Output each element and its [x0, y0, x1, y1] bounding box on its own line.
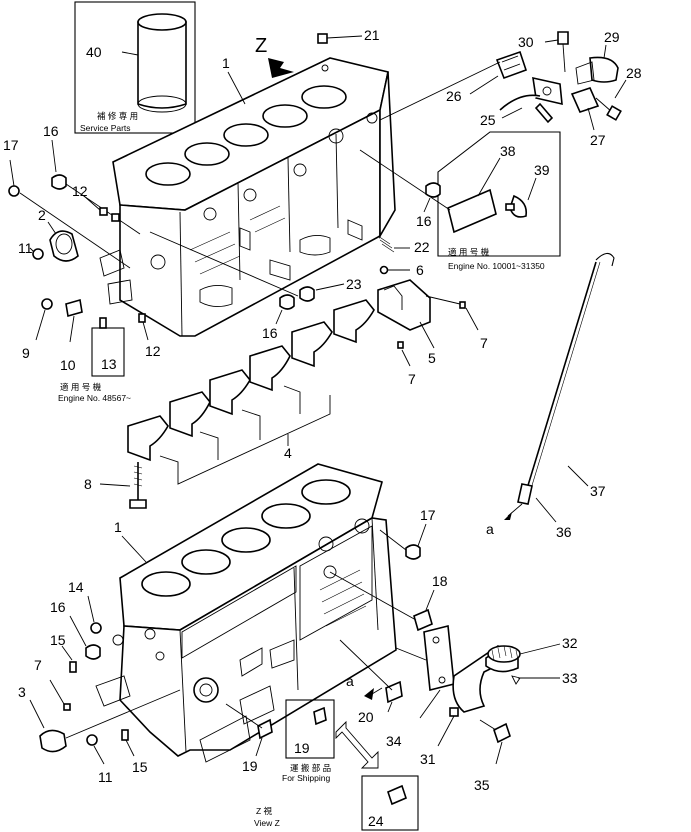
callout-9: 9: [22, 345, 30, 361]
callout-6: 6: [416, 262, 424, 278]
callout-12-b: 12: [145, 343, 161, 359]
callout-20: 20: [358, 709, 374, 725]
shipping-en: For Shipping: [282, 773, 330, 783]
callout-26: 26: [446, 88, 462, 104]
callout-29: 29: [604, 29, 620, 45]
callout-1-bottom: 1: [114, 519, 122, 535]
right-mid-parts: 16 22 6 23 16 5 7 7: [149, 182, 488, 387]
view-z-arrow: Z: [255, 35, 294, 78]
callout-4: 4: [284, 445, 292, 461]
callout-22: 22: [414, 239, 430, 255]
oil-filler-assembly: 34 32 33 31 35: [386, 625, 578, 793]
callout-19-box: 19: [294, 740, 310, 756]
letter-a-right: a: [486, 521, 494, 537]
callout-16-topleft: 16: [43, 123, 59, 139]
callout-16-bottom: 16: [50, 599, 66, 615]
callout-34: 34: [386, 733, 402, 749]
bearing-caps: 4: [127, 299, 375, 485]
callout-7-right: 7: [480, 335, 488, 351]
service-parts-box: 40 補 修 専 用 Service Parts: [74, 1, 196, 134]
callout-28: 28: [626, 65, 642, 81]
callout-10: 10: [60, 357, 76, 373]
callout-31: 31: [420, 751, 436, 767]
callout-18: 18: [432, 573, 448, 589]
callout-15-a: 15: [50, 632, 66, 648]
oil-switch-assembly: 30 29 28 26 25 27: [379, 29, 642, 148]
callout-36: 36: [556, 524, 572, 540]
engine1-box: 38 39 適 用 号 機 Engine No. 10001~31350: [359, 131, 561, 271]
engine2-jp: 適 用 号 機: [60, 382, 102, 392]
bolt-8: 8: [84, 462, 147, 509]
callout-19: 19: [242, 758, 258, 774]
engine1-en: Engine No. 10001~31350: [448, 261, 545, 271]
callout-38: 38: [500, 143, 516, 159]
engine1-jp: 適 用 号 機: [448, 247, 490, 257]
callout-37: 37: [590, 483, 606, 499]
callout-30: 30: [518, 34, 534, 50]
callout-24: 24: [368, 813, 384, 829]
left-small-parts: 17 16 12 2 11 9 10 13 12 適 用 号 機 Engine …: [3, 123, 161, 403]
plug-21: 21: [317, 27, 380, 44]
callout-11-bottom: 11: [98, 769, 113, 785]
callout-17-topleft: 17: [3, 137, 19, 153]
callout-35: 35: [474, 777, 490, 793]
callout-11-left: 11: [18, 240, 33, 256]
callout-12-a: 12: [72, 183, 88, 199]
letter-a-mid: a: [346, 673, 354, 689]
callout-8: 8: [84, 476, 92, 492]
dipstick: a 37 36: [486, 252, 615, 540]
callout-7-left: 7: [34, 657, 42, 673]
callout-13: 13: [101, 356, 117, 372]
callout-5: 5: [428, 350, 436, 366]
callout-32: 32: [562, 635, 578, 651]
callout-14: 14: [68, 579, 84, 595]
callout-2: 2: [38, 207, 46, 223]
lower-left-parts: 14 16 15 7 3 11 15: [18, 579, 181, 785]
letter-z-top: Z: [255, 35, 267, 57]
engine2-en: Engine No. 48567~: [58, 393, 131, 403]
cylinder-block-upper: 1: [112, 55, 396, 337]
view-z-jp: Z 視: [256, 806, 273, 816]
service-parts-jp: 補 修 専 用: [97, 111, 138, 121]
callout-40: 40: [86, 44, 102, 60]
cylinder-block-lower: 1: [95, 463, 397, 763]
callout-33: 33: [562, 670, 578, 686]
callout-16-mid: 16: [416, 213, 432, 229]
view-z-en: View Z: [254, 818, 280, 828]
lower-center-parts: 19 19 運 搬 部 品 For Shipping 20 a: [225, 639, 403, 783]
callout-17-right: 17: [420, 507, 436, 523]
shipping-jp: 運 搬 部 品: [290, 763, 331, 773]
service-parts-en: Service Parts: [80, 123, 131, 133]
callout-15-b: 15: [132, 759, 148, 775]
view-z-box: 24 Z 視 View Z: [254, 775, 419, 831]
callout-1-top: 1: [222, 55, 230, 71]
callout-21: 21: [364, 27, 380, 43]
callout-3: 3: [18, 684, 26, 700]
callout-27: 27: [590, 132, 606, 148]
callout-7-mid: 7: [408, 371, 416, 387]
lower-right-parts: 17 18: [329, 507, 448, 632]
callout-16-low: 16: [262, 325, 278, 341]
callout-39: 39: [534, 162, 550, 178]
callout-25: 25: [480, 112, 496, 128]
callout-23: 23: [346, 276, 362, 292]
